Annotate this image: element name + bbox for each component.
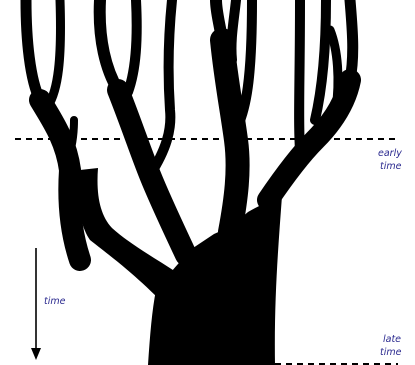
tree-silhouette (26, 0, 353, 365)
time-axis-label: time (44, 296, 66, 307)
right-tip-b (299, 0, 300, 150)
early-time-label-line1: early (378, 148, 402, 159)
center-left-tip-c (150, 0, 172, 175)
early-time-label-line2: time (380, 161, 402, 172)
center-right-tip-a (216, 0, 222, 40)
right-tip-c (315, 0, 326, 120)
late-time-label-line2: time (380, 347, 402, 358)
right-tip-d (330, 30, 338, 110)
outer-left-tip-a (26, 0, 40, 100)
center-left-tip-a (100, 0, 118, 90)
time-arrow (31, 248, 41, 360)
center-left-tip-b (128, 0, 137, 92)
arrow-down-icon (31, 348, 41, 360)
center-right-branch (222, 40, 238, 232)
outer-left-tip-b (48, 0, 61, 106)
late-time-label-line1: late (383, 334, 401, 345)
right-tip-a (350, 0, 353, 80)
center-right-tip-c (231, 0, 236, 60)
